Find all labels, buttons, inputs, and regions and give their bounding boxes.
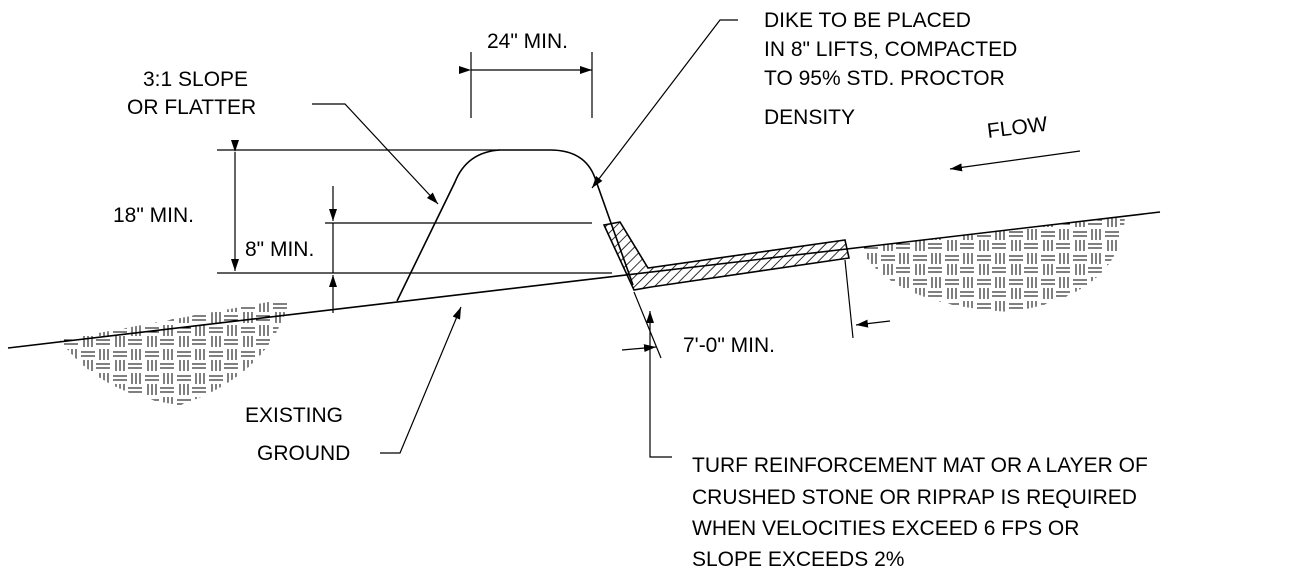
dike-embankment bbox=[396, 149, 634, 302]
slope-leader bbox=[312, 103, 439, 205]
slope-label-line2: OR FLATTER bbox=[127, 96, 256, 119]
existing-ground-line bbox=[7, 211, 1161, 349]
mat-note-line4: SLOPE EXCEEDS 2% bbox=[692, 548, 904, 571]
dike-note-line4: DENSITY bbox=[764, 106, 855, 129]
slope-label-line1: 3:1 SLOPE bbox=[143, 68, 248, 91]
length-7-label: 7'-0" MIN. bbox=[683, 334, 775, 357]
height-8-label: 8" MIN. bbox=[245, 238, 314, 261]
ground-label-line1: EXISTING bbox=[245, 404, 343, 427]
dike-note-line3: TO 95% STD. PROCTOR bbox=[764, 67, 1005, 90]
soil-hatch-left bbox=[60, 298, 290, 405]
flow-label: FLOW bbox=[986, 113, 1049, 143]
ground-label-line2: GROUND bbox=[257, 442, 350, 465]
dike-note-line1: DIKE TO BE PLACED bbox=[764, 9, 971, 32]
turf-reinforcement-mat bbox=[602, 221, 850, 291]
top-width-dimension bbox=[459, 52, 593, 118]
dike-note-line2: IN 8" LIFTS, COMPACTED bbox=[764, 38, 1017, 61]
top-width-label: 24" MIN. bbox=[487, 30, 568, 53]
mat-note-line1: TURF REINFORCEMENT MAT OR A LAYER OF bbox=[692, 454, 1148, 477]
height-8-dimension bbox=[325, 186, 592, 313]
dike-leader bbox=[591, 19, 738, 189]
flow-arrow bbox=[949, 150, 1081, 172]
height-18-label: 18" MIN. bbox=[113, 204, 194, 227]
soil-hatch-right bbox=[860, 217, 1125, 312]
ground-leader bbox=[380, 306, 462, 454]
mat-note-line2: CRUSHED STONE OR RIPRAP IS REQUIRED bbox=[692, 486, 1137, 509]
mat-note-line3: WHEN VELOCITIES EXCEED 6 FPS OR bbox=[692, 517, 1079, 540]
height-18-dimension bbox=[217, 140, 612, 274]
mat-leader bbox=[646, 311, 672, 458]
